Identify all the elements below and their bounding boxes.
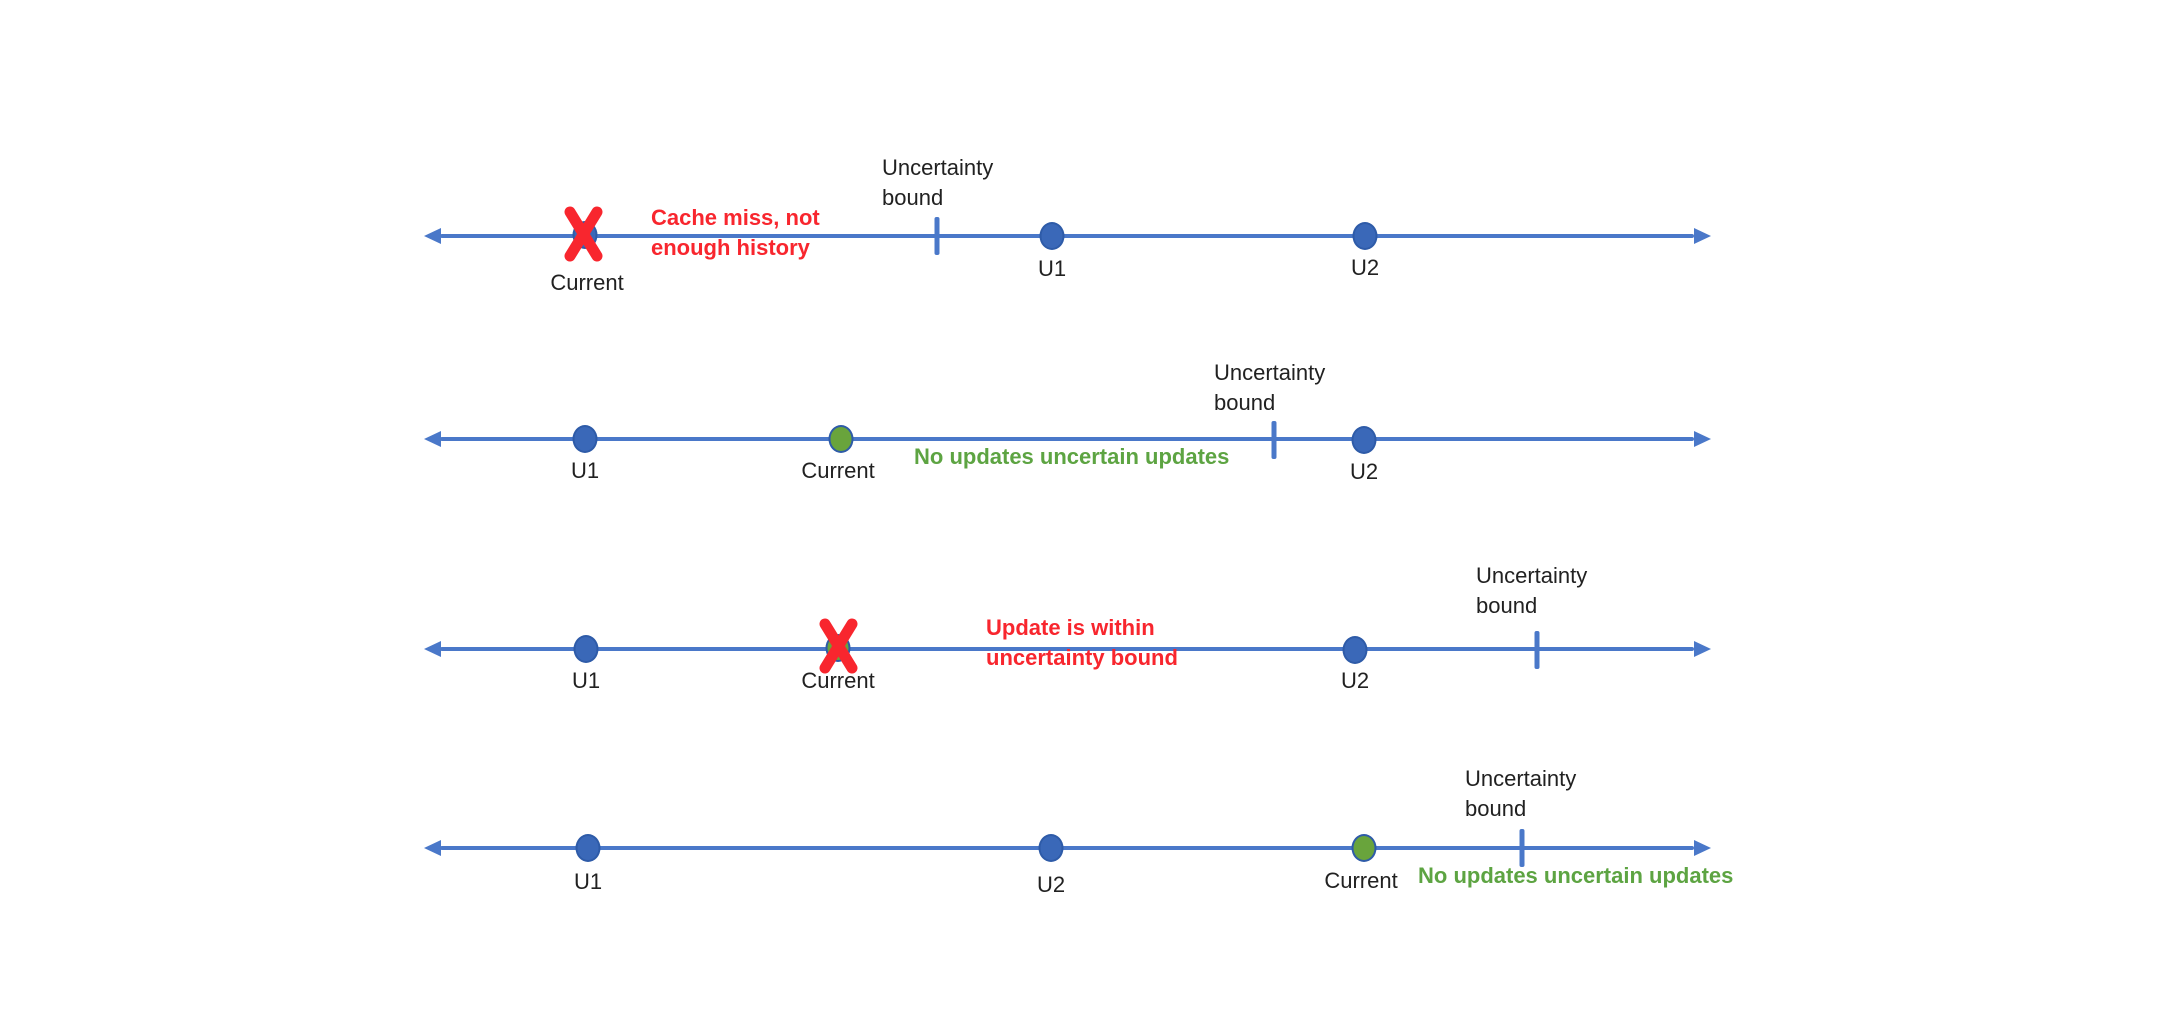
uncertainty-bound-tick: [1271, 421, 1277, 459]
point-dot-u2: [1342, 636, 1368, 664]
uncertainty-bound-label: Uncertainty bound: [1214, 358, 1325, 418]
annotation-line-1: Update is within: [986, 615, 1155, 640]
annotation-line-1: Cache miss, not: [651, 205, 820, 230]
uncertainty-bound-line-2: bound: [882, 185, 944, 210]
annotation-note: Cache miss, not enough history: [651, 203, 820, 263]
arrow-right-icon: [1694, 840, 1711, 856]
rejected-x-icon: [815, 616, 861, 676]
point-label-u1: U1: [1037, 256, 1067, 281]
uncertainty-bound-line-1: Uncertainty: [882, 155, 994, 180]
uncertainty-bound-line-2: bound: [1214, 390, 1276, 415]
point-label-u2: U2: [1340, 668, 1370, 693]
point-dot-u2: [1352, 222, 1378, 250]
point-label-current: Current: [550, 270, 624, 295]
arrow-left-icon: [424, 840, 441, 856]
uncertainty-bound-tick: [934, 217, 940, 255]
point-label-current: Current: [801, 668, 875, 693]
point-dot-u1: [575, 834, 601, 862]
arrow-left-icon: [424, 641, 441, 657]
timeline-axis: [440, 647, 1694, 651]
uncertainty-bound-label: Uncertainty bound: [1465, 764, 1576, 824]
point-label-u1: U1: [573, 869, 603, 894]
annotation-line-1: No updates uncertain updates: [1418, 863, 1734, 888]
arrow-left-icon: [424, 431, 441, 447]
uncertainty-bound-line-2: bound: [1465, 796, 1527, 821]
point-dot-u2: [1351, 426, 1377, 454]
point-dot-u2: [1038, 834, 1064, 862]
annotation-note: No updates uncertain updates: [1418, 861, 1733, 891]
uncertainty-bound-tick: [1519, 829, 1525, 867]
point-label-u1: U1: [570, 458, 600, 483]
annotation-line-1: No updates uncertain updates: [914, 444, 1230, 469]
rejected-x-icon: [560, 204, 606, 264]
point-dot-u1: [572, 425, 598, 453]
point-label-current: Current: [1324, 868, 1398, 893]
arrow-right-icon: [1694, 641, 1711, 657]
uncertainty-bound-tick: [1534, 631, 1540, 669]
uncertainty-bound-line-1: Uncertainty: [1465, 766, 1577, 791]
point-dot-current: [828, 425, 854, 453]
uncertainty-bound-line-2: bound: [1476, 593, 1538, 618]
point-dot-u1: [573, 635, 599, 663]
timeline-axis: [440, 846, 1694, 850]
arrow-left-icon: [424, 228, 441, 244]
uncertainty-bound-label: Uncertainty bound: [882, 153, 993, 213]
point-dot-current: [1351, 834, 1377, 862]
point-label-u2: U2: [1350, 255, 1380, 280]
uncertainty-bound-label: Uncertainty bound: [1476, 561, 1587, 621]
arrow-right-icon: [1694, 431, 1711, 447]
point-dot-u1: [1039, 222, 1065, 250]
timeline-axis: [440, 437, 1694, 441]
arrow-right-icon: [1694, 228, 1711, 244]
point-label-u2: U2: [1036, 872, 1066, 897]
annotation-note: No updates uncertain updates: [914, 442, 1229, 472]
point-label-current: Current: [801, 458, 875, 483]
annotation-line-2: uncertainty bound: [986, 645, 1178, 670]
annotation-note: Update is within uncertainty bound: [986, 613, 1178, 673]
uncertainty-bound-line-1: Uncertainty: [1476, 563, 1588, 588]
point-label-u2: U2: [1349, 459, 1379, 484]
uncertainty-bound-line-1: Uncertainty: [1214, 360, 1326, 385]
annotation-line-2: enough history: [651, 235, 810, 260]
point-label-u1: U1: [571, 668, 601, 693]
timeline-axis: [440, 234, 1694, 238]
